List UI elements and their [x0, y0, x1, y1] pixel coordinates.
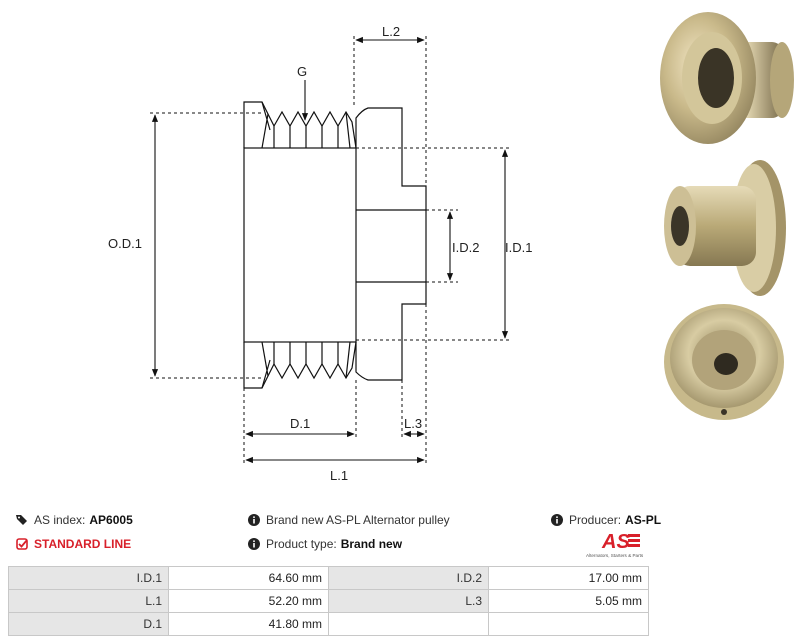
top-grooves-inner [261, 101, 351, 149]
standard-line-label: STANDARD LINE [34, 537, 132, 551]
producer-value: AS-PL [625, 513, 662, 527]
logo-text: AS [601, 531, 630, 553]
info-icon [551, 514, 563, 526]
pulley-photo-top [660, 12, 794, 144]
checkbox-check-icon [16, 538, 28, 550]
spec-label-cell [328, 612, 489, 636]
tags-icon [16, 515, 27, 525]
spec-value-cell: 52.20 mm [168, 589, 329, 613]
right-profile [355, 107, 427, 381]
label-id2: I.D.2 [452, 240, 479, 255]
inner-bore [356, 209, 426, 283]
info-icon [248, 538, 260, 550]
pulley-hub-outline [243, 147, 357, 343]
bottom-grooves [243, 341, 357, 389]
spec-value-cell: 17.00 mm [488, 566, 649, 590]
spec-label-cell: I.D.1 [8, 566, 169, 590]
as-index-value: AP6005 [89, 513, 133, 527]
top-grooves [243, 101, 357, 149]
label-d1: D.1 [290, 416, 310, 431]
producer-info: Producer: AS-PL [551, 513, 661, 527]
pulley-photo-bottom [664, 304, 784, 420]
info-icon [248, 514, 260, 526]
spec-value-cell [488, 612, 649, 636]
as-pl-logo: AS Alternators, Starters & Parts [586, 531, 644, 558]
as-index-label: AS index: [34, 513, 86, 527]
standard-line-info: STANDARD LINE [16, 537, 131, 551]
description-info: Brand new AS-PL Alternator pulley [248, 513, 450, 527]
label-l1: L.1 [330, 468, 348, 483]
label-l3: L.3 [404, 416, 422, 431]
logo-tagline: Alternators, Starters & Parts [586, 553, 644, 558]
product-type-info: Product type: Brand new [248, 537, 402, 551]
label-l2: L.2 [382, 24, 400, 39]
bottom-grooves-inner [261, 341, 351, 389]
spec-label-cell: I.D.2 [328, 566, 489, 590]
spec-value-cell: 41.80 mm [168, 612, 329, 636]
label-od1: O.D.1 [108, 236, 142, 251]
spec-label-cell: L.3 [328, 589, 489, 613]
spec-value-cell: 64.60 mm [168, 566, 329, 590]
product-type-value: Brand new [340, 537, 403, 551]
pulley-technical-drawing: L.2 G O.D.1 I.D.2 I.D.1 D.1 L.3 L.1 [108, 24, 532, 483]
producer-label: Producer: [569, 513, 622, 527]
product-type-label: Product type: [266, 537, 337, 551]
pulley-photo-middle [664, 160, 786, 296]
label-g: G [297, 64, 307, 79]
label-id1: I.D.1 [505, 240, 532, 255]
spec-label-cell: L.1 [8, 589, 169, 613]
description-text: Brand new AS-PL Alternator pulley [266, 513, 450, 527]
as-index-info: AS index: AP6005 [16, 513, 133, 527]
spec-label-cell: D.1 [8, 612, 169, 636]
spec-value-cell: 5.05 mm [488, 589, 649, 613]
